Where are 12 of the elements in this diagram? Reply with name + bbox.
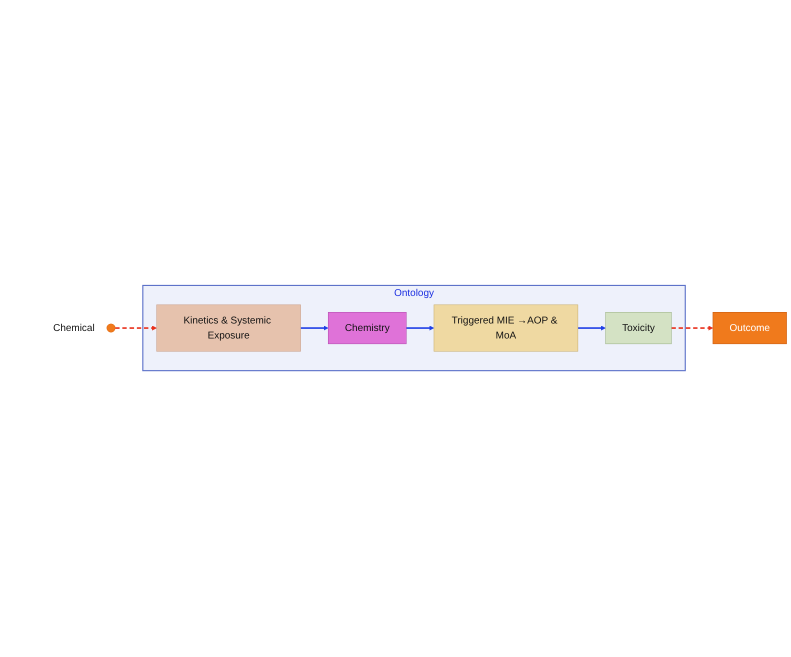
node-box: Triggered MIE →AOP & MoA (434, 304, 578, 352)
arrow (671, 326, 714, 331)
node-box: Kinetics & Systemic Exposure (156, 304, 301, 352)
arrow (115, 326, 157, 331)
arrow (300, 326, 328, 331)
arrow (578, 326, 606, 331)
node-box: Outcome (712, 312, 787, 345)
arrow (406, 326, 434, 331)
node-label: Chemical (53, 322, 95, 334)
node-box: Toxicity (605, 312, 672, 345)
node-box: Chemistry (328, 312, 407, 345)
node-circle (106, 324, 116, 333)
